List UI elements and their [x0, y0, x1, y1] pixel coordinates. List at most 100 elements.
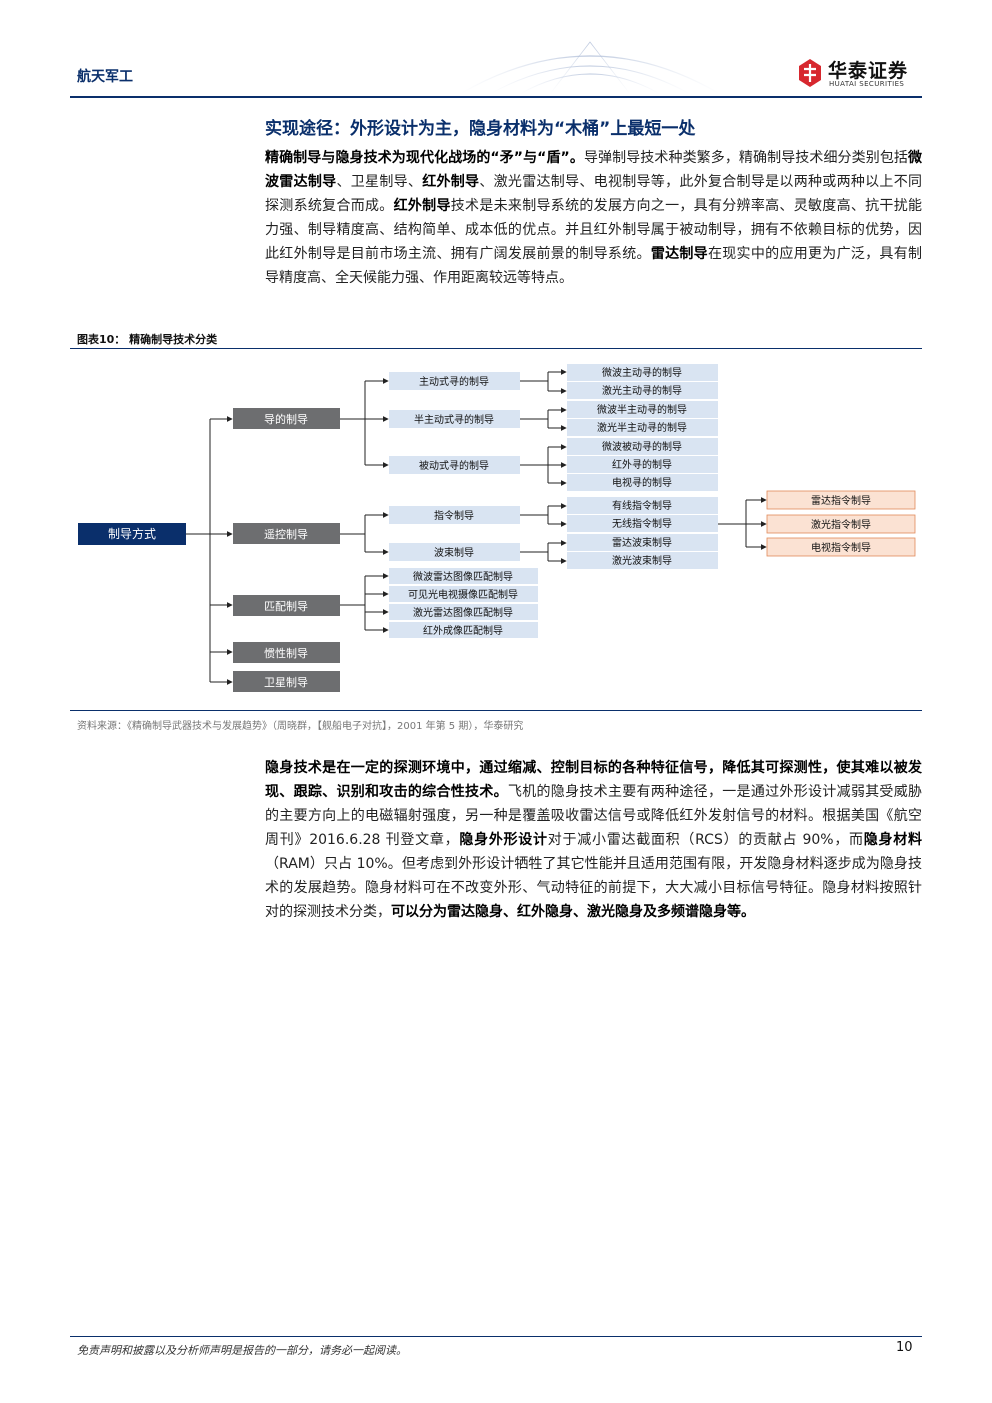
- homing-sub-nodes: 主动式寻的制导 半主动式寻的制导 被动式寻的制导: [389, 372, 520, 474]
- figure-title: 图表10： 精确制导技术分类: [77, 333, 218, 346]
- leaf-node-label: 微波被动寻的制导: [602, 440, 682, 453]
- para2-text: 飞机的隐身技术主要有两种途径，一是通过外形设计减弱其受威胁的主要方向上的电磁辐射…: [265, 784, 923, 848]
- para1-text: 、激光雷达制导、电视制导等，此外复合制导是以两种或两种以上不同探测系统复合而成。: [265, 174, 923, 214]
- brand-name-cn: 华泰证券: [828, 60, 909, 82]
- para1-text: 在现实中的应用更为广泛，具有制导精度高、全天候能力强、作用距离较远等特点。: [265, 246, 923, 286]
- leaf-node-label: 可见光电视摄像匹配制导: [408, 588, 518, 601]
- report-section-label: 航天军工: [77, 69, 133, 85]
- para2-text: 对于减小雷达截面积（RCS）的贡献占 90%，而: [547, 832, 864, 848]
- node-active-homing-label: 主动式寻的制导: [419, 375, 489, 388]
- leaf-node: [567, 419, 718, 436]
- leaf-node: [567, 474, 718, 491]
- para1-bold: 红外制导: [422, 174, 480, 190]
- para1-text: 导弹制导技术种类繁多，精确制导技术细分类别包括: [583, 150, 909, 166]
- leaf-node: [389, 586, 538, 602]
- leaf-node: [567, 552, 718, 569]
- wireless-command-nodes: 雷达指令制导 激光指令制导 电视指令制导: [766, 490, 916, 557]
- leaf-node-label: 电视寻的制导: [612, 476, 672, 489]
- paragraph-stealth: 隐身技术是在一定的探测环境中，通过缩减、控制目标的各种特征信号，降低其可探测性，…: [265, 756, 922, 924]
- leaf-node: [567, 382, 718, 399]
- leaf-node: [766, 537, 916, 557]
- guidance-classification-diagram: 制导方式 导的制导 遥控制导 匹配制导 惯性制导 卫星制导 主动式寻的制导 半主…: [78, 364, 916, 692]
- leaf-node: [567, 497, 718, 514]
- brand-name-en: HUATAI SECURITIES: [829, 80, 905, 88]
- node-satellite-label: 卫星制导: [264, 676, 308, 689]
- para1-text: 技术是未来制导系统的发展方向之一，具有分辨率高、灵敏度高、抗干扰能力强、制导精度…: [265, 198, 923, 262]
- node-satellite: [233, 671, 340, 692]
- leaf-node-label: 雷达指令制导: [811, 494, 871, 507]
- leaf-node: [389, 622, 538, 638]
- para2-bold: 隐身外形设计: [459, 832, 548, 848]
- leaf-node-label: 微波雷达图像匹配制导: [413, 570, 513, 583]
- leaf-node-label: 红外寻的制导: [612, 458, 672, 471]
- figure-source: 资料来源：《精确制导武器技术与发展趋势》（周晓群，【舰船电子对抗】，2001 年…: [77, 721, 524, 732]
- para2-bold: 可以分为雷达隐身、红外隐身、激光隐身及多频谱隐身等。: [391, 904, 755, 920]
- node-beam: [389, 543, 520, 561]
- leaf-node-label: 有线指令制导: [612, 499, 672, 512]
- node-inertial: [233, 642, 340, 663]
- node-beam-label: 波束制导: [434, 546, 474, 559]
- leaf-node-label: 电视指令制导: [811, 541, 871, 554]
- leaf-node-label: 无线指令制导: [612, 517, 672, 530]
- leaf-node: [766, 514, 916, 534]
- leaf-node-label: 微波半主动寻的制导: [597, 403, 687, 416]
- leaf-node: [567, 456, 718, 473]
- remote-sub-nodes: 指令制导 波束制导: [389, 506, 520, 561]
- node-command-label: 指令制导: [434, 509, 474, 522]
- globe-decoration: [420, 41, 760, 94]
- para1-lead: 精确制导与隐身技术为现代化战场的“矛”与“盾”。: [265, 150, 584, 166]
- para2-lead: 隐身技术是在一定的探测环境中，通过缩减、控制目标的各种特征信号，降低其可探测性，…: [265, 760, 922, 800]
- header-divider: [70, 96, 922, 98]
- leaf-node: [567, 364, 718, 381]
- node-passive-homing: [389, 456, 520, 474]
- footer-divider: [70, 1336, 922, 1337]
- leaf-node: [567, 438, 718, 455]
- huatai-logo-icon: [799, 59, 821, 87]
- leaf-node: [567, 515, 718, 532]
- root-node: [78, 523, 186, 545]
- node-semiactive-homing: [389, 410, 520, 428]
- node-matching-label: 匹配制导: [264, 600, 308, 613]
- node-semiactive-homing-label: 半主动式寻的制导: [414, 413, 494, 426]
- level1-nodes: 导的制导 遥控制导 匹配制导 惯性制导 卫星制导: [233, 408, 340, 692]
- leaf-node-label: 激光波束制导: [612, 554, 672, 567]
- node-homing-label: 导的制导: [264, 412, 308, 426]
- figure-top-rule: [70, 348, 922, 349]
- node-matching: [233, 595, 340, 616]
- homing-leaf-nodes: 微波主动寻的制导 激光主动寻的制导 微波半主动寻的制导 激光半主动寻的制导 微波…: [567, 364, 718, 491]
- leaf-node-label: 激光雷达图像匹配制导: [413, 606, 513, 619]
- leaf-node: [389, 568, 538, 584]
- leaf-node-label: 激光指令制导: [811, 518, 871, 531]
- remote-leaf-nodes: 有线指令制导 无线指令制导 雷达波束制导 激光波束制导: [567, 497, 718, 569]
- leaf-node: [567, 534, 718, 551]
- leaf-node: [766, 490, 916, 510]
- paragraph-guidance: 精确制导与隐身技术为现代化战场的“矛”与“盾”。导弹制导技术种类繁多，精确制导技…: [265, 146, 922, 290]
- para1-bold: 微波雷达制导: [265, 150, 923, 190]
- para1-bold: 雷达制导: [650, 246, 708, 262]
- brand-logo: 华泰证券 HUATAI SECURITIES: [797, 56, 925, 92]
- node-homing: [233, 408, 340, 429]
- para2-text: （RAM）只占 10%。但考虑到外形设计牺牲了其它性能并且适用范围有限，开发隐身…: [265, 856, 922, 920]
- node-passive-homing-label: 被动式寻的制导: [419, 459, 489, 472]
- footer-disclaimer: 免责声明和披露以及分析师声明是报告的一部分，请务必一起阅读。: [77, 1344, 407, 1357]
- section-title: 实现途径：外形设计为主，隐身材料为“木桶”上最短一处: [265, 119, 696, 139]
- node-remote-label: 遥控制导: [264, 527, 308, 541]
- para2-bold: 隐身材料: [863, 832, 923, 848]
- leaf-node: [389, 604, 538, 620]
- connector-lines: [186, 369, 767, 685]
- page-number: 10: [896, 1340, 913, 1355]
- root-node-label: 制导方式: [108, 526, 156, 541]
- para1-bold: 红外制导: [393, 198, 451, 214]
- matching-leaf-nodes: 微波雷达图像匹配制导 可见光电视摄像匹配制导 激光雷达图像匹配制导 红外成像匹配…: [389, 568, 538, 638]
- leaf-node-label: 激光主动寻的制导: [602, 384, 682, 397]
- node-inertial-label: 惯性制导: [264, 646, 308, 660]
- node-active-homing: [389, 372, 520, 390]
- node-remote: [233, 523, 340, 544]
- leaf-node-label: 微波主动寻的制导: [602, 366, 682, 379]
- leaf-node-label: 雷达波束制导: [612, 536, 672, 549]
- node-command: [389, 506, 520, 524]
- leaf-node-label: 红外成像匹配制导: [423, 624, 503, 637]
- para1-text: 、卫星制导、: [336, 174, 423, 190]
- figure-bottom-rule: [70, 710, 922, 711]
- leaf-node: [567, 401, 718, 418]
